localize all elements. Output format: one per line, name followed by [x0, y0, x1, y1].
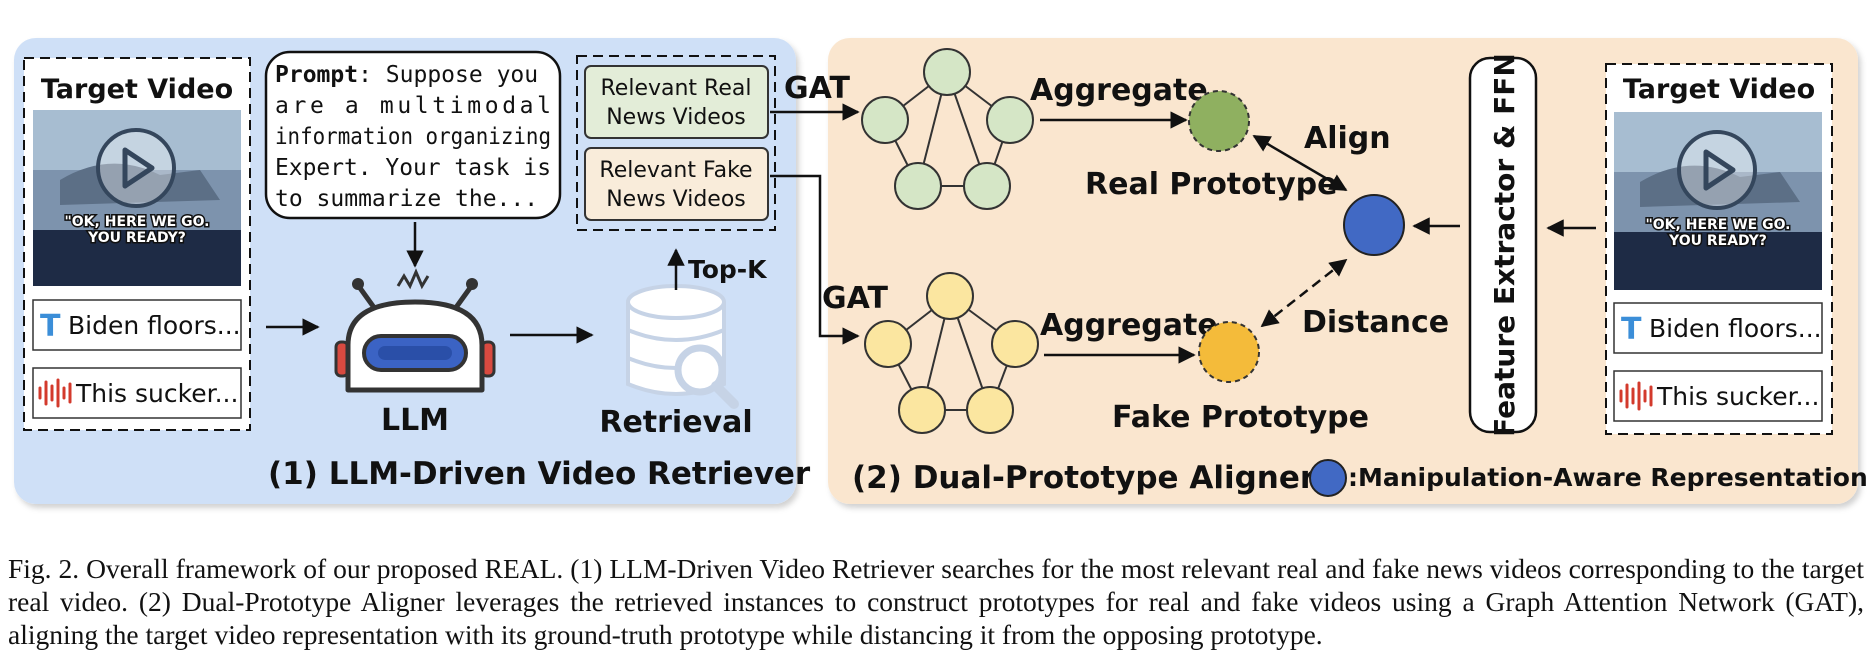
prompt-bubble: Prompt: Suppose you are a multimodal inf… [264, 50, 562, 220]
video-thumbnail-right: "OK, HERE WE GO. YOU READY? [1614, 112, 1822, 290]
target-video-label-right: Target Video [1623, 74, 1815, 105]
text-modality-label: Biden floors... [68, 311, 241, 340]
target-video-label: Target Video [41, 74, 233, 105]
align-arrow [1252, 134, 1348, 192]
text-t-icon: T [40, 309, 61, 344]
llm-label: LLM [381, 403, 449, 438]
arrow-fake-to-gat [770, 174, 860, 345]
gat-top-label: GAT [784, 71, 851, 106]
framework-diagram: Target Video "OK, HERE WE GO. YOU READY?… [14, 38, 1868, 504]
aggregate-top-label: Aggregate [1030, 73, 1208, 108]
play-icon [96, 128, 176, 208]
audio-modality-label: This sucker... [75, 379, 238, 408]
panel1-title: (1) LLM-Driven Video Retriever [268, 456, 811, 492]
robot-icon [334, 268, 496, 393]
video-caption-right-line1: "OK, HERE WE GO. [1645, 217, 1790, 233]
prompt-line-1: Prompt: Suppose you [275, 62, 538, 88]
feature-extractor-box [1468, 56, 1538, 434]
play-icon-right [1677, 130, 1757, 210]
prompt-line-5: to summarize the... [275, 186, 538, 212]
fake-news-graph [864, 272, 1039, 434]
database-search-icon [626, 284, 739, 409]
audio-modality-box-right [1613, 370, 1823, 422]
manipulation-aware-representation-node [1343, 194, 1405, 256]
feature-extractor-label: Feature Extractor & FFN [1488, 53, 1521, 437]
distance-label: Distance [1302, 305, 1449, 340]
target-video-group-left: Target Video "OK, HERE WE GO. YOU READY?… [23, 57, 251, 431]
fake-prototype-node [1198, 321, 1260, 383]
video-thumbnail: "OK, HERE WE GO. YOU READY? [33, 110, 241, 286]
aggregate-bottom-label: Aggregate [1040, 308, 1218, 343]
distance-arrow [1260, 258, 1348, 328]
audio-waveform-icon-right [1619, 381, 1653, 411]
legend-representation-label: :Manipulation-Aware Representation [1348, 463, 1868, 492]
relevant-real-videos-box [584, 65, 769, 139]
fake-prototype-label: Fake Prototype [1112, 400, 1369, 435]
text-modality-box [32, 299, 242, 351]
prompt-line-3: information organizing [275, 124, 551, 150]
topk-label: Top-K [688, 255, 768, 284]
relevant-videos-group: Relevant Real News Videos Relevant Fake … [576, 55, 776, 231]
retrieval-label: Retrieval [599, 405, 752, 440]
audio-waveform-icon [38, 378, 72, 408]
relevant-fake-line1: Relevant Fake [599, 158, 752, 183]
text-modality-label-right: Biden floors... [1649, 314, 1822, 343]
audio-modality-label-right: This sucker... [1656, 382, 1819, 411]
real-news-graph [861, 48, 1034, 210]
video-caption-line2: YOU READY? [87, 230, 186, 246]
gat-bottom-label: GAT [822, 281, 889, 316]
panel2-title: (2) Dual-Prototype Aligner [852, 460, 1316, 496]
relevant-fake-videos-box [584, 147, 769, 221]
figure-caption: Fig. 2. Overall framework of our propose… [8, 553, 1864, 650]
video-caption-line1: "OK, HERE WE GO. [64, 214, 209, 230]
real-prototype-label: Real Prototype [1085, 167, 1337, 202]
audio-modality-box [32, 367, 242, 419]
text-t-icon-right: T [1621, 312, 1642, 347]
relevant-real-line1: Relevant Real [601, 76, 752, 101]
real-prototype-node [1188, 90, 1250, 152]
video-caption-right-line2: YOU READY? [1668, 233, 1767, 249]
text-modality-box-right [1613, 302, 1823, 354]
legend-representation-marker [1309, 459, 1347, 497]
relevant-fake-line2: News Videos [606, 187, 746, 212]
target-video-group-right: Target Video "OK, HERE WE GO. YOU READY?… [1605, 63, 1833, 435]
align-label: Align [1304, 121, 1391, 156]
relevant-real-line2: News Videos [606, 105, 746, 130]
prompt-line-4: Expert. Your task is [275, 155, 551, 181]
